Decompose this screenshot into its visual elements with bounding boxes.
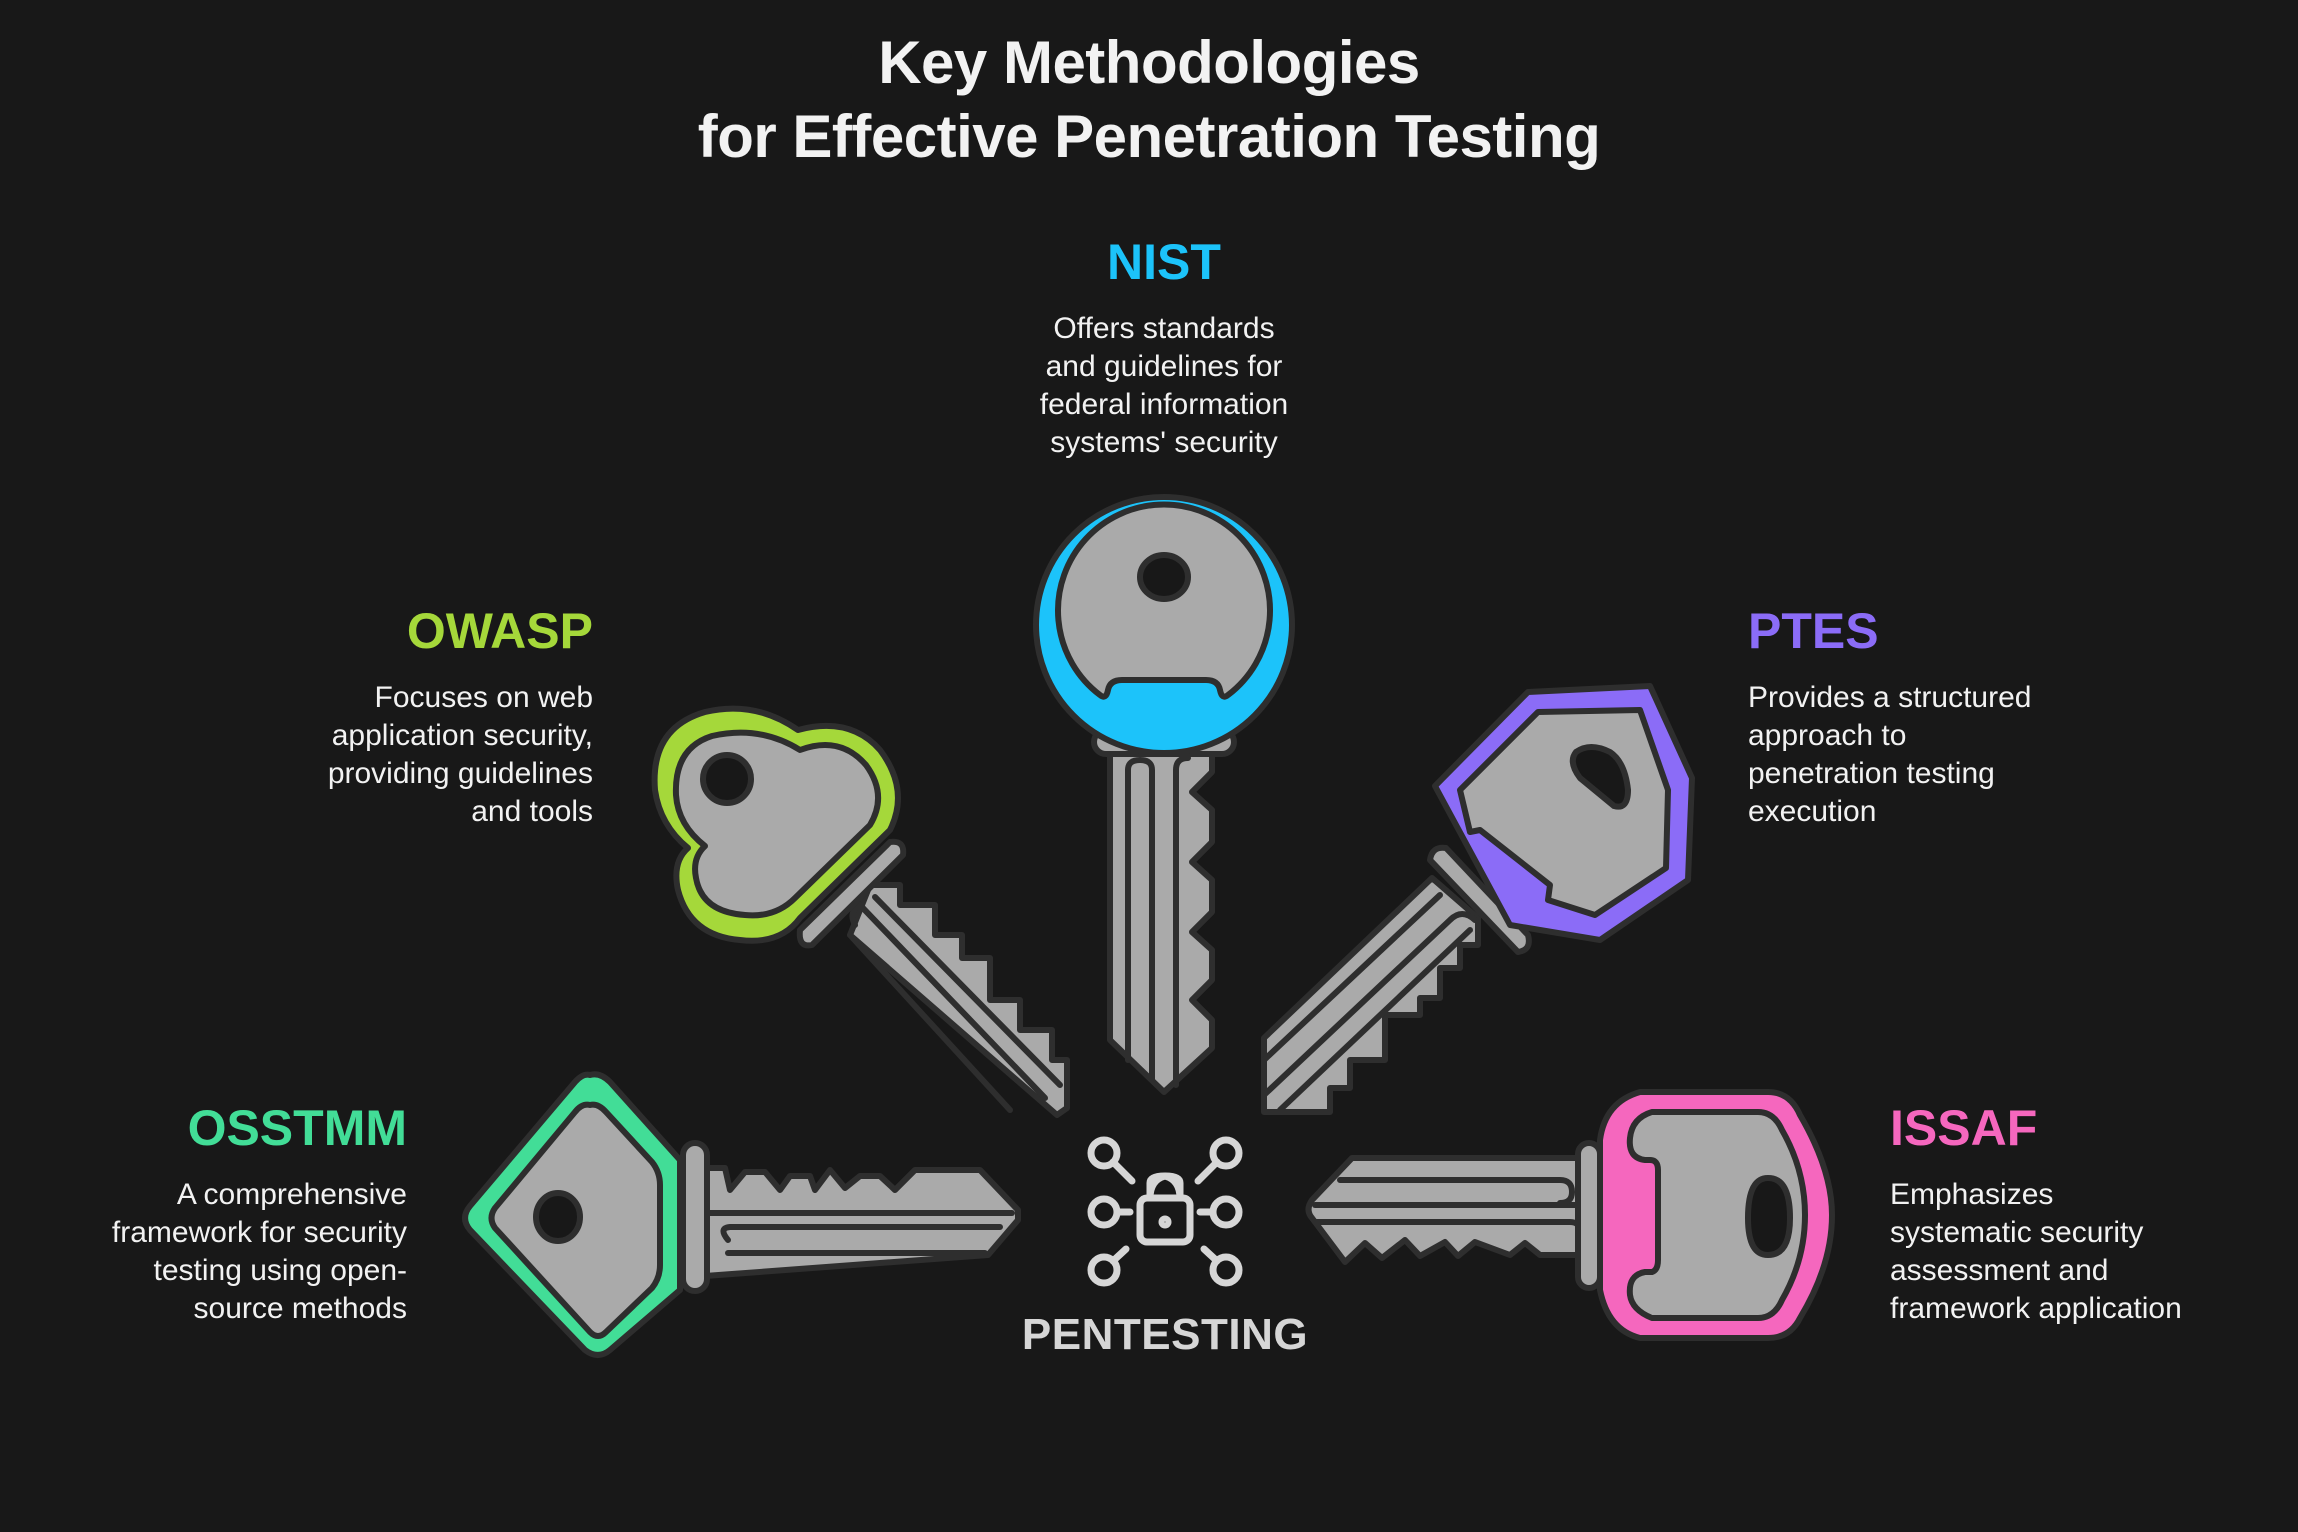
owasp-description: Focuses on web application security, pro… bbox=[327, 681, 593, 828]
issaf-description: Emphasizes systematic security assessmen… bbox=[1890, 1178, 2182, 1325]
pentesting-label: PENTESTING bbox=[1021, 1310, 1309, 1359]
owasp-title: OWASP bbox=[406, 603, 593, 659]
osstmm-key-icon bbox=[462, 1071, 1021, 1358]
owasp-key-icon bbox=[651, 705, 1070, 1118]
nist-description: Offers standards and guidelines for fede… bbox=[1039, 312, 1289, 459]
issaf-block: ISSAF Emphasizes systematic security ass… bbox=[1890, 1098, 2290, 1328]
osstmm-block: OSSTMM A comprehensive framework for sec… bbox=[20, 1098, 407, 1328]
ptes-block: PTES Provides a structured approach to p… bbox=[1748, 601, 2148, 831]
lock-network-icon bbox=[1087, 1136, 1243, 1287]
page-title: Key Methodologies for Effective Penetrat… bbox=[0, 26, 2298, 174]
issaf-key-icon bbox=[1305, 1089, 1835, 1341]
title-line-1: Key Methodologies bbox=[878, 29, 1420, 96]
osstmm-description: A comprehensive framework for security t… bbox=[111, 1178, 407, 1325]
osstmm-title: OSSTMM bbox=[187, 1100, 407, 1156]
ptes-title: PTES bbox=[1748, 603, 1879, 659]
ptes-key-icon bbox=[1261, 683, 1695, 1115]
issaf-title: ISSAF bbox=[1890, 1100, 2038, 1156]
title-line-2: for Effective Penetration Testing bbox=[697, 103, 1601, 170]
owasp-block: OWASP Focuses on web application securit… bbox=[240, 601, 593, 831]
nist-title: NIST bbox=[1107, 234, 1221, 290]
ptes-description: Provides a structured approach to penetr… bbox=[1748, 681, 2032, 828]
nist-block: NIST Offers standards and guidelines for… bbox=[974, 232, 1354, 462]
nist-key-icon bbox=[1033, 494, 1295, 1095]
